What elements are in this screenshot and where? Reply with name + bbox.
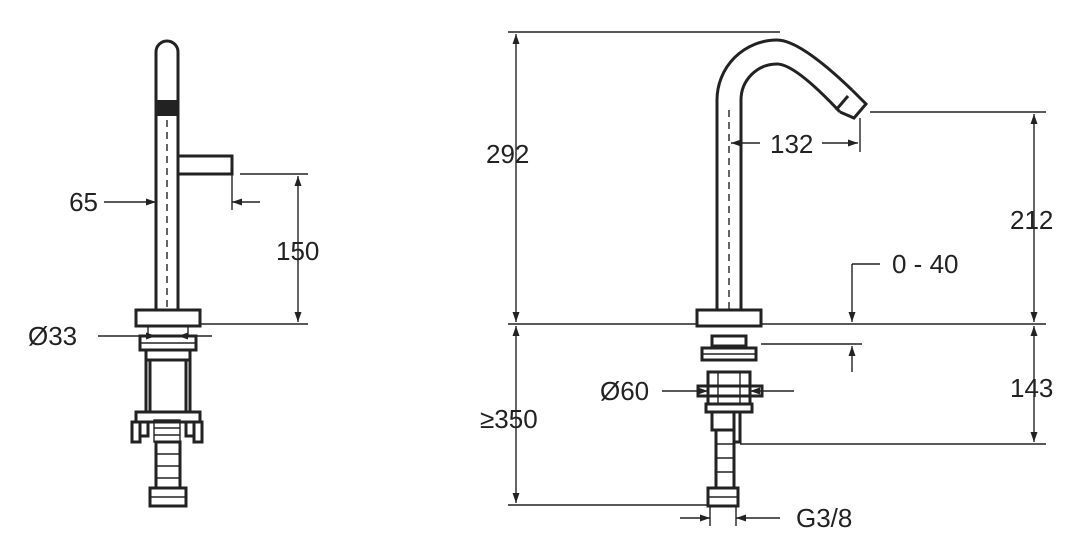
front-view-spout-outer	[715, 38, 854, 310]
label-lever-height: 150	[276, 236, 319, 266]
label-base-diameter: Ø33	[28, 321, 77, 351]
side-view-base-plate	[134, 308, 202, 328]
label-deck-thickness: 0 - 40	[892, 249, 959, 279]
label-min-hose-length: ≥350	[480, 404, 538, 434]
dim-below-deck-length	[740, 326, 1046, 445]
front-view-mounting-kit	[696, 334, 764, 508]
side-view-mounting-kit	[130, 325, 204, 508]
dim-lever-height	[200, 173, 308, 325]
dim-total-height	[508, 31, 780, 322]
front-view-spout-tip	[839, 88, 869, 120]
side-view: 65 150 Ø33	[28, 39, 319, 508]
dim-deck-thickness	[761, 263, 880, 372]
label-connection-thread: G3/8	[796, 503, 852, 533]
dim-connection-thread	[680, 506, 780, 526]
label-flange-diameter: Ø60	[600, 376, 649, 406]
front-view-base-plate	[695, 308, 763, 328]
label-outlet-height: 212	[1010, 205, 1053, 235]
front-view-spout-inner	[739, 62, 842, 310]
side-view-body	[154, 39, 180, 310]
side-view-lever	[178, 154, 234, 176]
label-spout-offset: 65	[69, 187, 98, 217]
dim-spout-offset	[104, 174, 260, 210]
label-total-height: 292	[486, 139, 529, 169]
front-view: 292 132 212 0 - 40 Ø60 143 ≥350 G3/8	[480, 31, 1053, 533]
label-spout-reach: 132	[770, 129, 813, 159]
dim-min-hose-length	[508, 326, 708, 506]
side-view-aerator	[156, 100, 178, 116]
dim-spout-reach	[731, 118, 861, 152]
label-below-deck-length: 143	[1010, 373, 1053, 403]
dim-outlet-height	[870, 111, 1046, 322]
